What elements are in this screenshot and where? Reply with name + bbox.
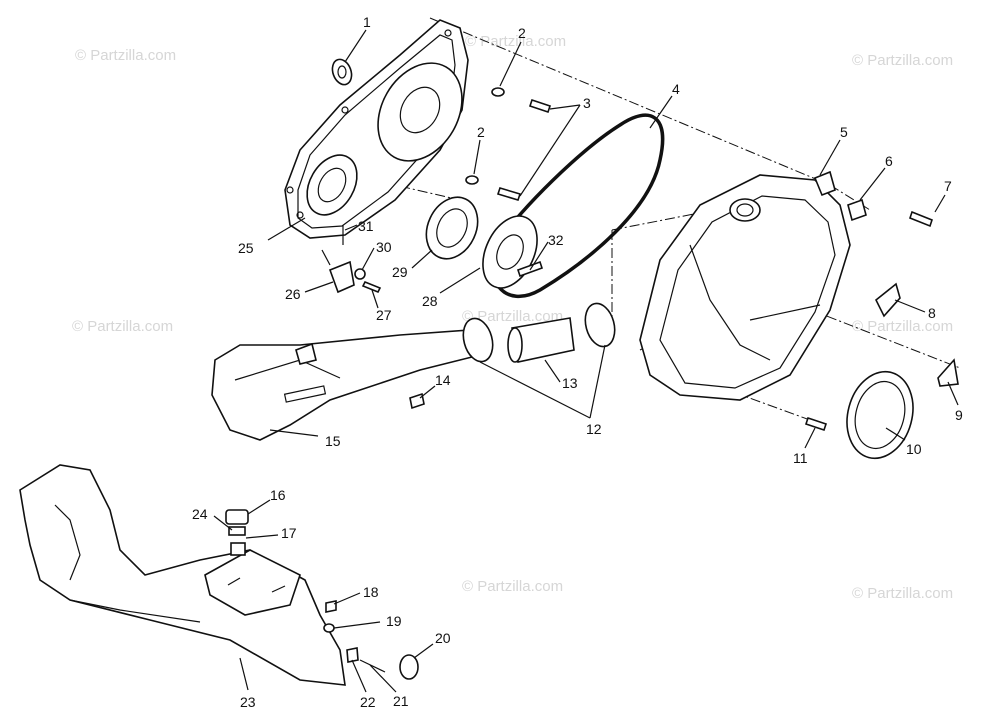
- seal-disc: [846, 370, 914, 460]
- screw-7: [909, 210, 933, 228]
- callout-7: 7: [944, 178, 952, 194]
- cap-and-fittings: [225, 509, 249, 556]
- callout-1: 1: [363, 14, 371, 30]
- watermark: © Partzilla.com: [462, 308, 564, 325]
- washers-and-bolts: [465, 87, 552, 201]
- callout-18: 18: [363, 584, 379, 600]
- callout-12: 12: [586, 421, 602, 437]
- callout-25: 25: [238, 240, 254, 256]
- callout-17: 17: [281, 525, 297, 541]
- decal-8: [874, 282, 901, 318]
- small-hardware: [323, 600, 419, 680]
- callout-22: 22: [360, 694, 376, 710]
- callout-5: 5: [840, 124, 848, 140]
- callout-15: 15: [325, 433, 341, 449]
- watermark: © Partzilla.com: [465, 33, 567, 50]
- watermark: © Partzilla.com: [462, 578, 564, 595]
- drive-belt: [491, 113, 665, 298]
- callout-6: 6: [885, 153, 893, 169]
- callout-2: 2: [477, 124, 485, 140]
- outer-cover: [639, 170, 851, 401]
- callout-24: 24: [192, 506, 208, 522]
- callout-8: 8: [928, 305, 936, 321]
- callout-2: 2: [518, 25, 526, 41]
- inner-cover-plate: [284, 19, 469, 239]
- callout-20: 20: [435, 630, 451, 646]
- callout-labels: 1 2 2 3 4 5 6 7 8 9 10 11 12 13 14 15 16…: [192, 14, 963, 710]
- callout-29: 29: [392, 264, 408, 280]
- callout-10: 10: [906, 441, 922, 457]
- callout-11: 11: [793, 450, 808, 466]
- hose-sleeve: [507, 317, 575, 363]
- watermark: © Partzilla.com: [852, 585, 954, 602]
- watermark: © Partzilla.com: [852, 52, 954, 69]
- callout-4: 4: [672, 81, 680, 97]
- watermark: © Partzilla.com: [852, 318, 954, 335]
- callout-27: 27: [376, 307, 392, 323]
- callout-28: 28: [422, 293, 438, 309]
- callout-14: 14: [435, 372, 451, 388]
- watermark: © Partzilla.com: [72, 318, 174, 335]
- clip: [847, 198, 867, 222]
- callout-23: 23: [240, 694, 256, 710]
- callout-32: 32: [548, 232, 564, 248]
- callout-16: 16: [270, 487, 286, 503]
- callout-19: 19: [386, 613, 402, 629]
- lower-duct: [19, 464, 346, 686]
- hose-clamps: [462, 302, 616, 363]
- callout-13: 13: [562, 375, 578, 391]
- callout-3: 3: [583, 95, 591, 111]
- bearing-plate: [482, 215, 538, 289]
- callout-30: 30: [376, 239, 392, 255]
- intake-duct: [211, 329, 482, 441]
- oil-seal: [425, 196, 479, 260]
- leader-lines: [213, 29, 959, 693]
- callout-26: 26: [285, 286, 301, 302]
- bracket-hardware: [321, 225, 382, 294]
- screw-11: [804, 416, 828, 432]
- callout-31: 31: [358, 218, 374, 234]
- callout-9: 9: [955, 407, 963, 423]
- decal-9: [937, 358, 959, 387]
- watermark: © Partzilla.com: [75, 47, 177, 64]
- gasket-washer: [331, 58, 353, 86]
- callout-21: 21: [393, 693, 409, 709]
